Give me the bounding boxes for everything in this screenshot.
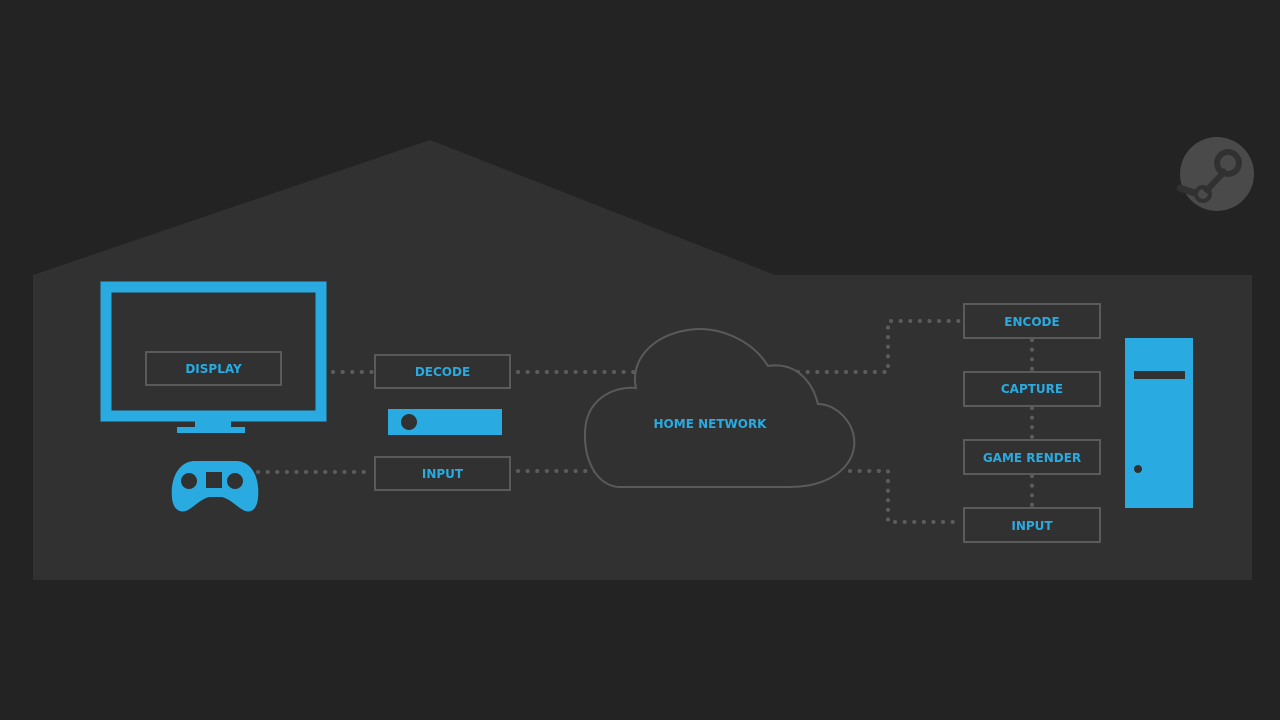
display-label: DISPLAY: [185, 362, 242, 376]
streaming-box-icon: [388, 409, 502, 435]
pc-tower-icon: [1125, 338, 1193, 508]
steam-logo-icon: [1176, 137, 1254, 211]
decode-box: [374, 354, 511, 389]
connector-lines: [256, 319, 1034, 524]
cloud-icon: [583, 328, 856, 488]
host-input-label: INPUT: [1011, 519, 1053, 533]
monitor-icon: [100, 281, 327, 433]
decode-label: DECODE: [415, 365, 470, 379]
host-input-box: [963, 507, 1101, 543]
connector-network-input: [848, 469, 964, 524]
encode-box: [963, 303, 1101, 339]
connector-network-encode: [796, 319, 964, 374]
display-box: [145, 351, 282, 386]
encode-label: ENCODE: [1004, 315, 1059, 329]
home-network-label: HOME NETWORK: [654, 417, 768, 431]
gamepad-icon: [171, 461, 259, 512]
game-render-label: GAME RENDER: [983, 451, 1081, 465]
client-input-box: [374, 456, 511, 491]
game-render-box: [963, 439, 1101, 475]
capture-box: [963, 371, 1101, 407]
client-input-label: INPUT: [422, 467, 464, 481]
capture-label: CAPTURE: [1001, 382, 1063, 396]
